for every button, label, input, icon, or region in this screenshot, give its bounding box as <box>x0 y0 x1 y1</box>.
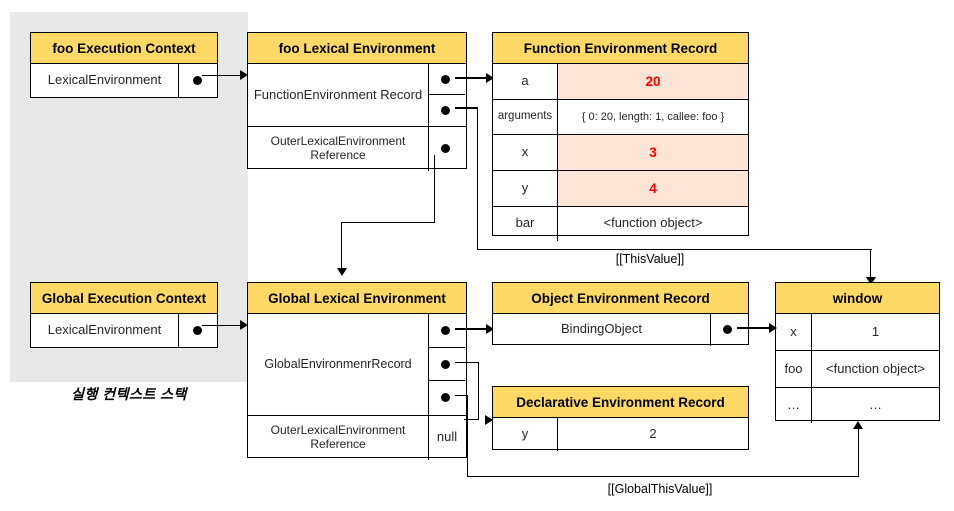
edge-label-this-value: [[ThisValue]] <box>615 252 685 266</box>
edge-thisvalue-arrowhead <box>865 277 876 285</box>
oer-binding-object-pointer-cell <box>711 314 747 346</box>
declarative-environment-record-title: Declarative Environment Record <box>493 387 748 418</box>
edge-globalle-to-der-arrowhead <box>485 414 493 425</box>
global-le-record-pointer-cell-2 <box>429 348 465 382</box>
function-environment-record-title: Function Environment Record <box>493 33 748 64</box>
der-key-y: y <box>493 418 558 451</box>
foo-le-outer-ref-label: OuterLexicalEnvironment Reference <box>248 127 429 171</box>
global-execution-context-box: Global Execution Context LexicalEnvironm… <box>30 282 218 348</box>
foo-le-fer-pointer-cell-2 <box>429 95 465 126</box>
fer-key-bar: bar <box>493 207 558 241</box>
edge-thisvalue-seg2 <box>476 107 478 251</box>
pointer-dot <box>193 326 202 335</box>
edge-foo-outer-ref-seg3 <box>341 221 343 272</box>
pointer-dot <box>441 393 450 403</box>
execution-context-stack-caption: 실행 컨텍스트 스택 <box>71 386 187 402</box>
edge-globalthisvalue-seg3 <box>467 475 859 477</box>
edge-label-global-this-value: [[GlobalThisValue]] <box>607 482 713 496</box>
fer-key-y: y <box>493 171 558 206</box>
der-value-y: 2 <box>649 425 657 441</box>
global-ec-lexical-environment-label: LexicalEnvironment <box>31 314 179 348</box>
pointer-dot <box>441 359 450 369</box>
edge-globalthisvalue-seg2 <box>467 395 469 477</box>
edge-globalec-to-globalle <box>202 324 246 326</box>
edge-bindingobject-to-window <box>737 327 769 329</box>
foo-le-outer-ref-pointer-cell <box>429 127 465 171</box>
declarative-environment-record-box: Declarative Environment Record y 2 <box>492 386 749 451</box>
window-value-x: 1 <box>871 323 880 339</box>
foo-execution-context-title: foo Execution Context <box>31 33 217 64</box>
edge-foo-outer-ref-seg1 <box>433 155 435 223</box>
edge-globalle-to-der-seg1 <box>455 362 479 364</box>
fer-key-x: x <box>493 135 558 170</box>
global-execution-context-title: Global Execution Context <box>31 283 217 314</box>
fer-value-bar: <function object> <box>603 215 703 231</box>
foo-execution-context-box: foo Execution Context LexicalEnvironment <box>30 32 218 98</box>
global-le-record-pointers <box>429 314 465 415</box>
edge-globalthisvalue-arrowhead <box>853 421 864 429</box>
foo-lexical-environment-title: foo Lexical Environment <box>248 33 466 64</box>
pointer-dot <box>441 75 450 84</box>
global-le-record-pointer-cell-1 <box>429 314 465 348</box>
oer-binding-object-label: BindingObject <box>493 314 711 346</box>
edge-globalle-to-der-seg3 <box>464 419 479 421</box>
foo-le-fer-pointer-cell-1 <box>429 64 465 95</box>
global-le-record-label: GlobalEnvironmenrRecord <box>248 314 429 415</box>
edge-fooec-to-foole-arrowhead <box>240 70 248 80</box>
foo-le-function-env-record-label: FunctionEnvironment Record <box>248 64 429 126</box>
function-environment-record-box: Function Environment Record a 20 argumen… <box>492 32 749 241</box>
pointer-dot <box>441 106 450 115</box>
edge-bindingobject-to-window-arrowhead <box>769 322 777 333</box>
foo-le-function-env-record-pointers <box>429 64 465 126</box>
edge-foo-outer-ref-arrowhead <box>336 268 347 276</box>
fer-value-y: 4 <box>558 171 748 206</box>
object-environment-record-title: Object Environment Record <box>493 283 748 314</box>
edge-foo-outer-ref-seg2 <box>341 221 435 223</box>
edge-globalthisvalue-seg1 <box>455 395 468 397</box>
pointer-dot <box>193 76 202 85</box>
edge-thisvalue-seg1 <box>455 107 478 109</box>
fer-key-a: a <box>493 64 558 99</box>
global-lexical-environment-title: Global Lexical Environment <box>248 283 466 314</box>
edge-globalthisvalue-seg4 <box>857 429 859 476</box>
fer-value-x: 3 <box>558 135 748 170</box>
foo-ec-lexical-environment-pointer-cell <box>179 64 217 98</box>
window-object-box: window x 1 foo <function object> … … <box>775 282 940 423</box>
edge-globalec-to-globalle-arrowhead <box>240 320 248 330</box>
edge-thisvalue-seg4 <box>870 249 872 280</box>
fer-value-arguments: { 0: 20, length: 1, callee: foo } <box>581 110 725 123</box>
fer-value-a: 20 <box>558 64 748 99</box>
pointer-dot <box>441 326 450 335</box>
pointer-dot <box>723 325 732 334</box>
window-value-foo: <function object> <box>825 360 926 376</box>
edge-globalle-to-der-seg2 <box>478 362 480 420</box>
window-object-title: window <box>776 283 939 314</box>
edge-foole-to-fer <box>455 77 493 79</box>
edge-globalle-to-oer <box>455 328 493 330</box>
edge-foole-to-fer-arrowhead <box>486 72 494 83</box>
window-key-ellipsis: … <box>776 388 812 423</box>
window-key-x: x <box>776 314 812 350</box>
pointer-dot <box>441 144 450 153</box>
edge-thisvalue-seg3 <box>476 249 872 251</box>
edge-globalle-to-oer-arrowhead <box>486 323 494 334</box>
foo-lexical-environment-box: foo Lexical Environment FunctionEnvironm… <box>247 32 467 171</box>
fer-key-arguments: arguments <box>493 100 558 134</box>
window-key-foo: foo <box>776 351 812 387</box>
global-le-outer-ref-label: OuterLexicalEnvironment Reference <box>248 416 429 460</box>
global-ec-lexical-environment-pointer-cell <box>179 314 217 348</box>
global-lexical-environment-box: Global Lexical Environment GlobalEnviron… <box>247 282 467 460</box>
global-le-record-pointer-cell-3 <box>429 381 465 414</box>
window-value-ellipsis: … <box>869 396 882 412</box>
foo-ec-lexical-environment-label: LexicalEnvironment <box>31 64 179 98</box>
global-le-outer-ref-value: null <box>436 429 458 445</box>
edge-fooec-to-foole <box>202 74 246 76</box>
object-environment-record-box: Object Environment Record BindingObject <box>492 282 749 346</box>
